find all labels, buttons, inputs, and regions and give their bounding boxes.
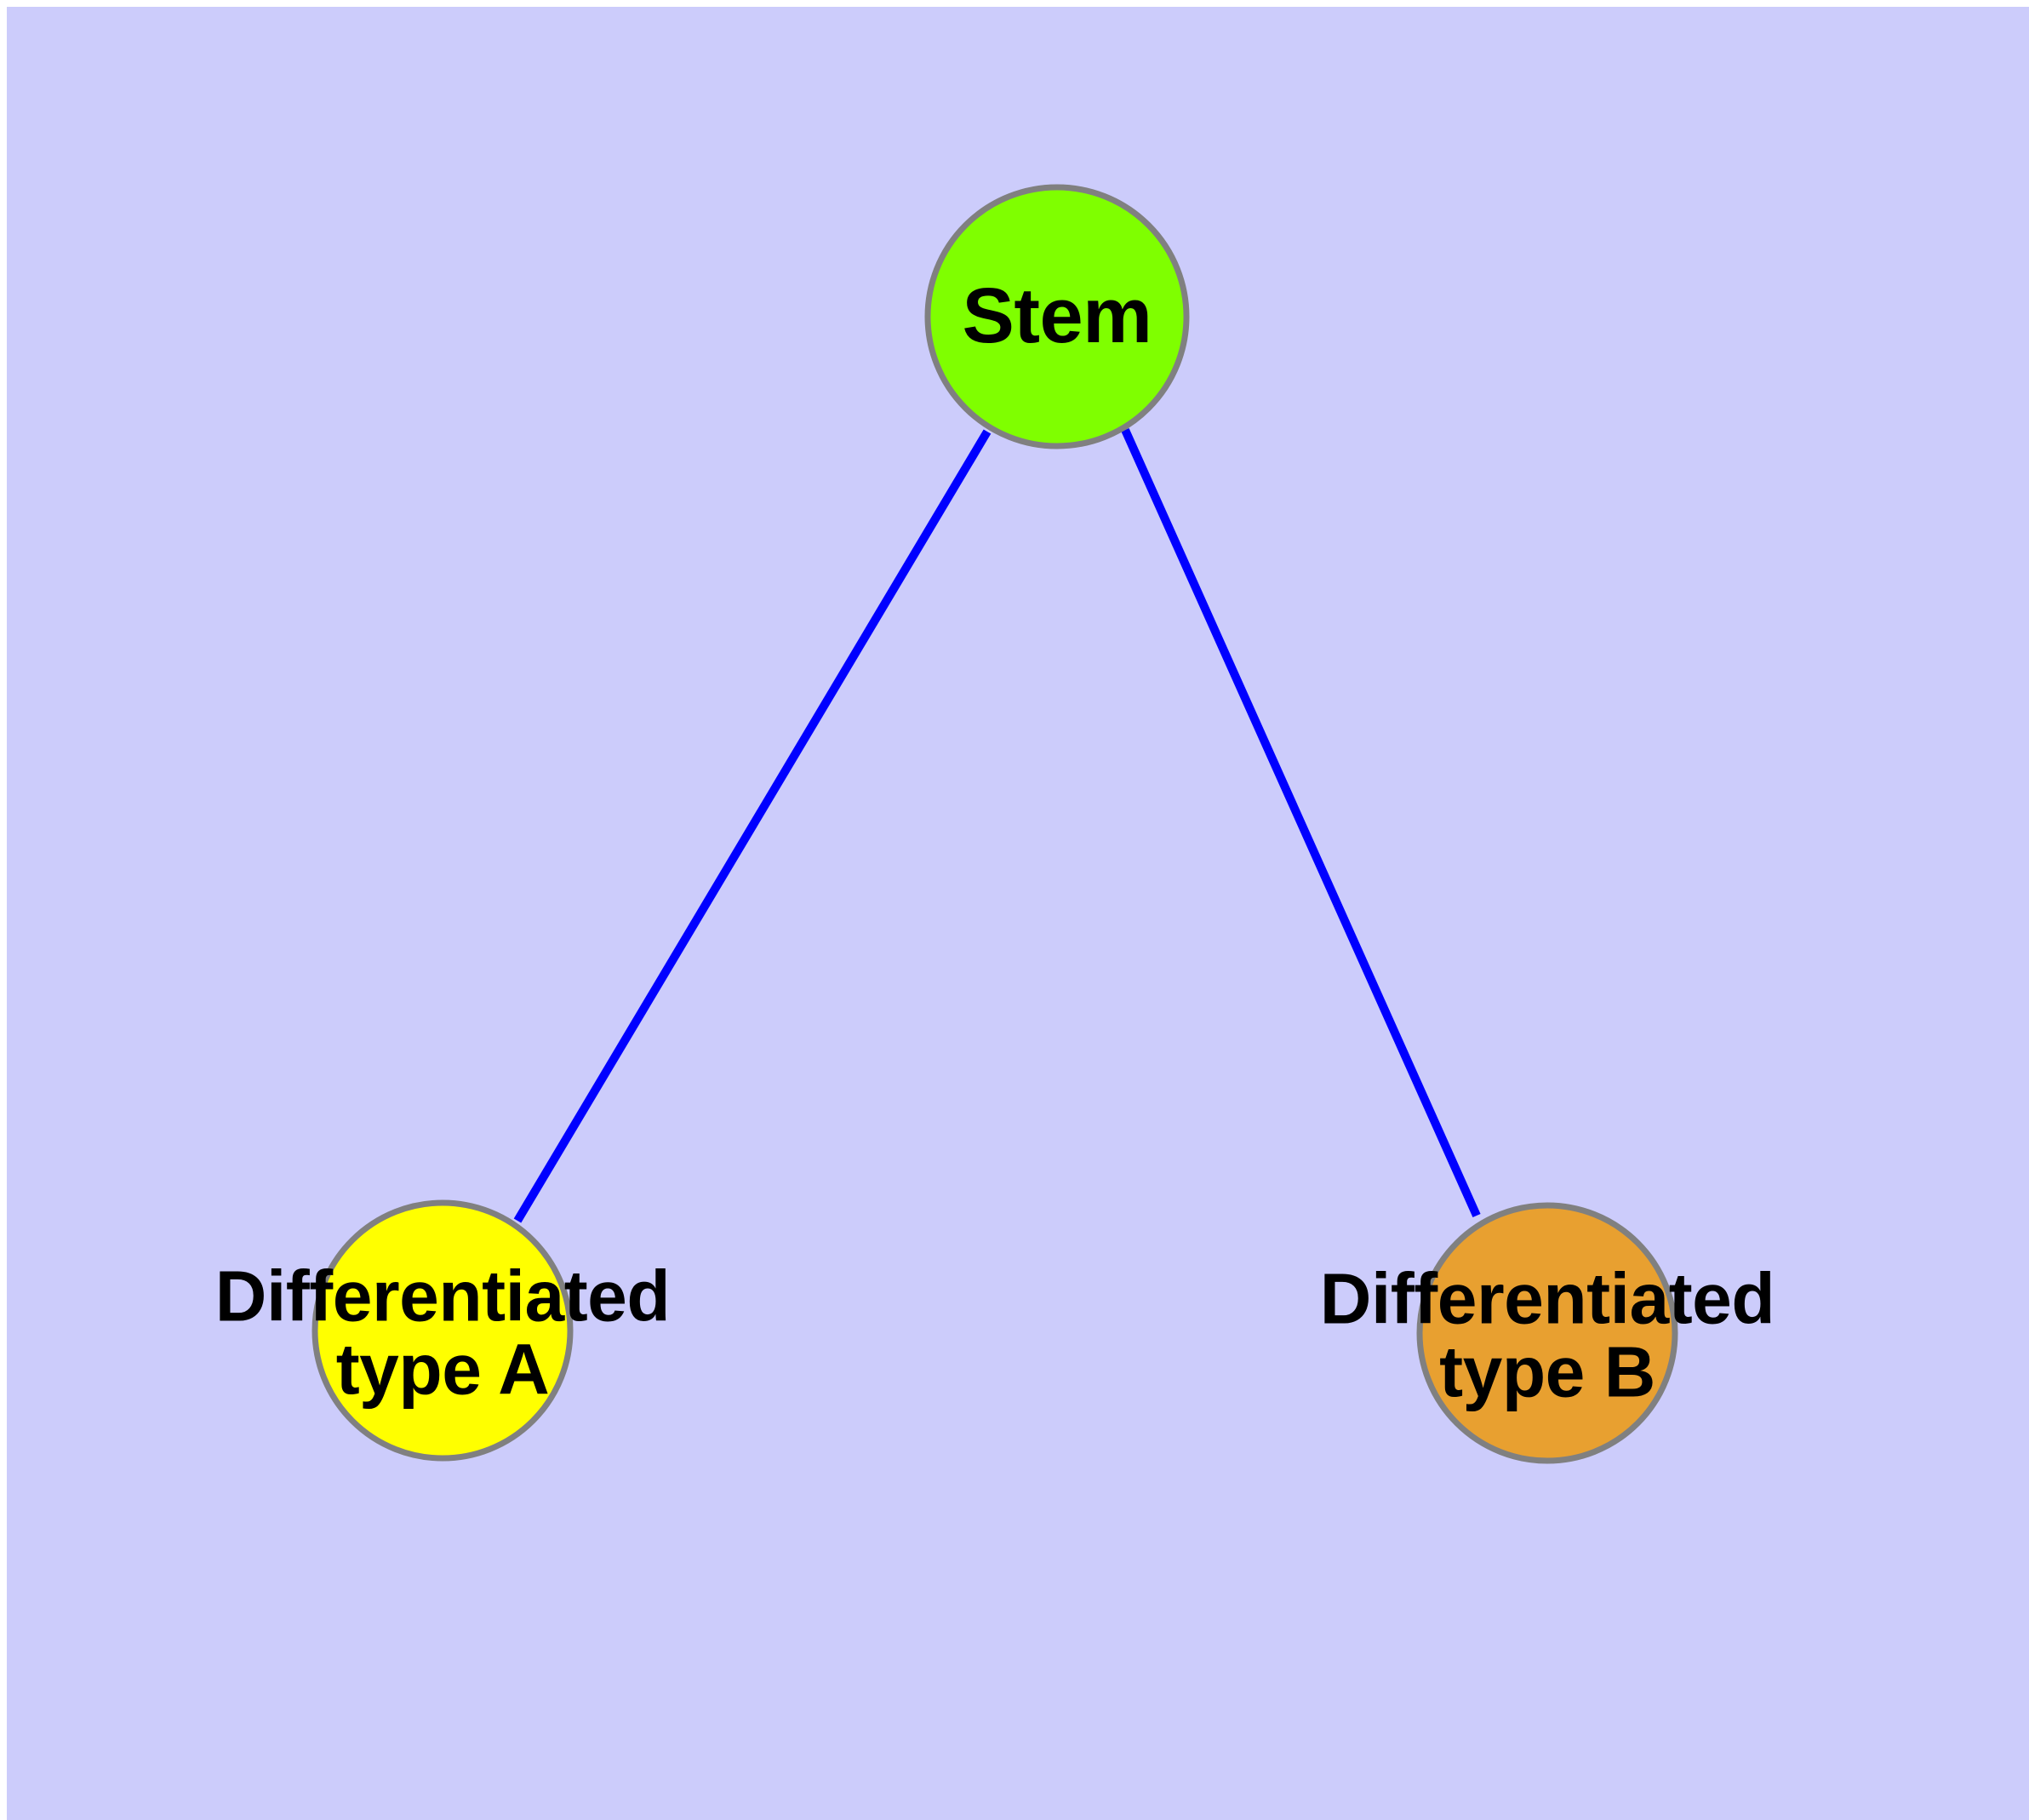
edge-stem-to-diff-a[interactable] xyxy=(513,429,992,1223)
node-circle-diff-a[interactable] xyxy=(311,1199,574,1462)
edge-group xyxy=(513,427,1481,1223)
edge-stem-to-diff-b[interactable] xyxy=(1121,427,1481,1218)
node-circle-diff-b[interactable] xyxy=(1416,1202,1678,1464)
node-circle-stem[interactable] xyxy=(924,184,1190,449)
node-group xyxy=(311,184,1678,1464)
